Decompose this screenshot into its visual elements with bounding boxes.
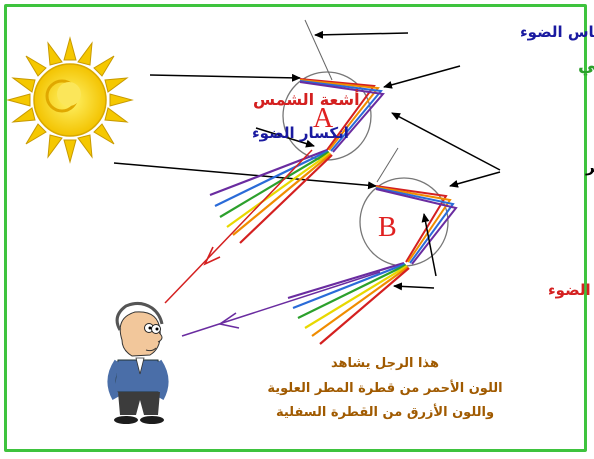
pointer-reflection: [314, 30, 409, 39]
drop-b-spectrum-fan: [287, 261, 410, 345]
drop-b-label: B: [378, 212, 397, 243]
violet-ray-arrowhead: [218, 312, 240, 329]
drop-a-spectrum-fan: [209, 148, 333, 244]
label-sun-rays: أشعة الشمس: [253, 89, 360, 109]
pointer-refraction: [255, 127, 315, 148]
drop-a-label: A: [313, 103, 334, 134]
drop-a-light-paths: [299, 78, 385, 153]
label-total-reflection: انعكاس كلي: [578, 55, 594, 76]
caption-line-1: هذا الرجل يشاهد: [331, 356, 439, 371]
sun-icon: [6, 36, 134, 164]
label-dispersion: تشتت الضوء: [548, 281, 594, 299]
caption-line-3: واللون الأزرق من القطرة السفلية: [276, 403, 494, 420]
sun-ray-upper: [149, 73, 301, 82]
pointer-total-reflection: [383, 65, 461, 89]
pointer-dispersion: [393, 282, 435, 291]
normal-line-a: [304, 19, 333, 81]
red-ray-to-observer: [164, 149, 313, 304]
red-ray-arrowhead: [203, 246, 221, 266]
drop-b-light-paths: [375, 185, 458, 265]
label-refraction: انكسار الضوء: [252, 124, 349, 142]
label-raindrops: قطرات مطر: [585, 158, 594, 176]
caption-line-2: اللون الأحمر من قطرة المطر العلوية: [267, 379, 502, 396]
label-reflection: انعكاس الضوء: [520, 23, 594, 41]
pointer-dispersion-b: [421, 213, 437, 277]
normal-line-b: [376, 147, 399, 183]
violet-ray-to-observer: [181, 271, 381, 337]
sun-ray-lower: [113, 162, 377, 190]
man-observer-icon: [107, 301, 169, 424]
pointer-raindrop-b: [449, 171, 501, 188]
pointer-raindrop-a: [391, 112, 501, 171]
